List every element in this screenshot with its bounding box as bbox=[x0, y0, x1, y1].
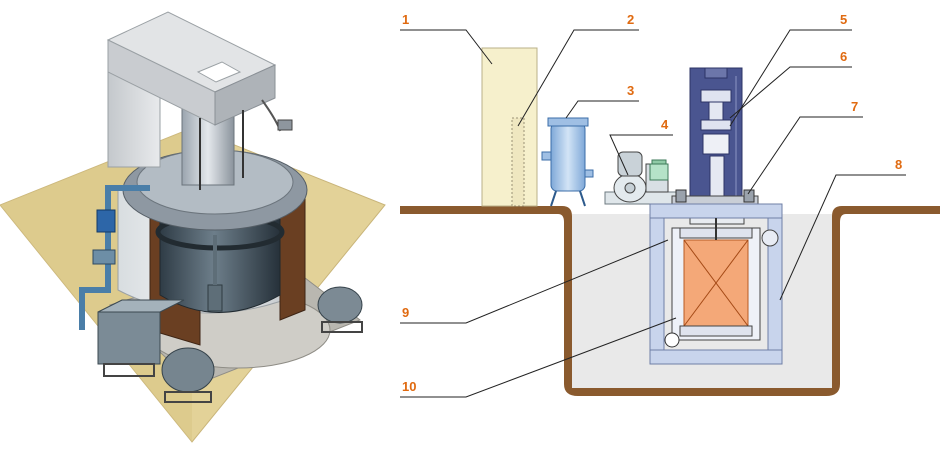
callout-label-9: 9 bbox=[402, 305, 409, 320]
iso-blue-valve bbox=[96, 209, 116, 233]
lid-clamp-left bbox=[675, 189, 687, 203]
filter-vessel-nozzle-right bbox=[584, 169, 594, 178]
callout-label-2: 2 bbox=[627, 12, 634, 27]
outer-frame-base bbox=[649, 349, 783, 365]
outer-frame-left bbox=[649, 213, 665, 365]
iso-gauge-valve bbox=[92, 249, 116, 265]
callout-label-1: 1 bbox=[402, 12, 409, 27]
iso-motor-front-frame bbox=[164, 391, 212, 403]
callout-label-7: 7 bbox=[851, 99, 858, 114]
callout-label-8: 8 bbox=[895, 157, 902, 172]
lid-clamp-right bbox=[743, 189, 755, 203]
column-flange-1 bbox=[700, 89, 732, 103]
column-flange-2 bbox=[700, 119, 732, 131]
callout-leaders bbox=[400, 29, 906, 398]
leader-3 bbox=[565, 100, 639, 119]
callout-label-6: 6 bbox=[840, 49, 847, 64]
dotted-column bbox=[511, 117, 525, 207]
iso-cable-box bbox=[277, 119, 293, 131]
pump-tank bbox=[649, 163, 669, 181]
iso-retort-vessel bbox=[159, 204, 281, 313]
retort-bottom-roller bbox=[664, 332, 680, 348]
cross-section-schematic bbox=[400, 47, 940, 396]
filter-vessel-leg-left bbox=[550, 190, 557, 207]
control-cabinet bbox=[481, 47, 538, 207]
pump-tank-top bbox=[651, 159, 667, 165]
iso-motor-right-frame bbox=[321, 321, 363, 333]
callout-label-5: 5 bbox=[840, 12, 847, 27]
column-cap bbox=[704, 67, 728, 79]
leader-6 bbox=[729, 66, 852, 119]
callout-label-10: 10 bbox=[402, 379, 416, 394]
leader-9 bbox=[400, 239, 669, 324]
leader-5 bbox=[729, 29, 852, 127]
pump-motor bbox=[617, 151, 643, 177]
leader-2 bbox=[517, 29, 639, 127]
leader-8 bbox=[779, 174, 906, 301]
outer-frame-top bbox=[649, 203, 783, 219]
leader-10 bbox=[400, 317, 677, 398]
callout-label-4: 4 bbox=[661, 117, 669, 132]
iso-pump-box-left-top bbox=[97, 299, 185, 313]
retort-bottom-band bbox=[679, 325, 753, 337]
filter-vessel-leg-right bbox=[579, 190, 586, 207]
filter-vessel bbox=[550, 122, 586, 192]
filter-vessel-nozzle bbox=[541, 151, 552, 161]
workload-cross-2 bbox=[683, 239, 749, 327]
leader-7 bbox=[747, 116, 863, 195]
iso-pump-box-left bbox=[97, 311, 161, 365]
iso-motor-right bbox=[317, 286, 363, 324]
column-motor bbox=[709, 155, 725, 197]
column-shaft bbox=[708, 101, 724, 121]
iso-motor-front bbox=[161, 347, 215, 393]
pump-wheel-hub bbox=[624, 182, 636, 194]
isometric-furnace-illustration bbox=[0, 11, 386, 443]
iso-vessel-valve bbox=[207, 284, 223, 312]
iso-pump-frame-left bbox=[103, 363, 155, 377]
leader-4 bbox=[609, 134, 673, 176]
filter-vessel-cap bbox=[547, 117, 589, 127]
iso-duct-side bbox=[214, 64, 276, 126]
callout-label-3: 3 bbox=[627, 83, 634, 98]
iso-duct-opening bbox=[196, 61, 242, 83]
iso-blue-pipe bbox=[79, 185, 150, 330]
column-coupling bbox=[702, 133, 730, 155]
frame-side-port bbox=[761, 229, 779, 247]
callout-labels: 1 2 3 4 5 6 7 8 9 10 bbox=[402, 12, 902, 394]
leader-1 bbox=[400, 29, 493, 65]
